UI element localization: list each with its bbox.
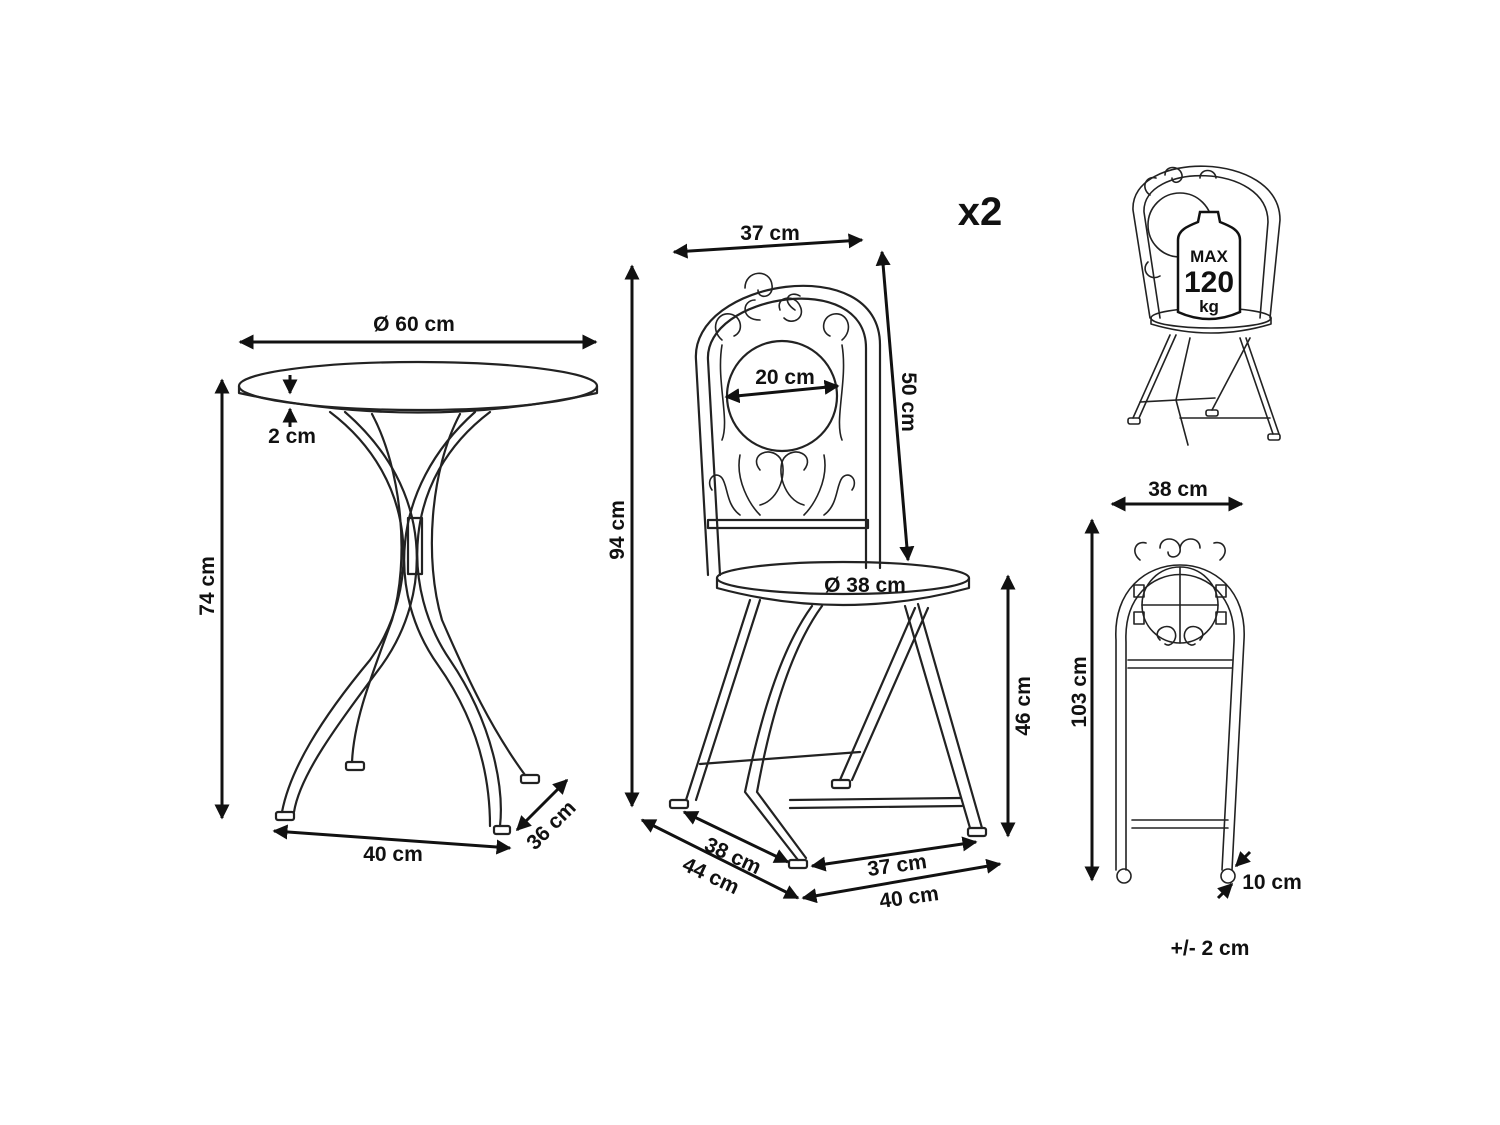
folded-thickness-label: 10 cm	[1242, 871, 1302, 894]
folded-width-label: 38 cm	[1148, 478, 1208, 501]
table-base-depth-label: 36 cm	[522, 796, 580, 854]
weight-badge: MAX 120 kg	[1176, 210, 1242, 321]
table-top-thickness-label: 2 cm	[268, 425, 316, 448]
chair-seat-height-label: 46 cm	[1012, 676, 1035, 736]
chair-quantity-label: x2	[958, 190, 1003, 234]
badge-weight-value: 120	[1184, 266, 1234, 299]
chair-medallion-label: 20 cm	[755, 366, 815, 389]
tolerance-note: +/- 2 cm	[1171, 937, 1250, 960]
folded-chair-illustration	[1115, 538, 1245, 884]
chair-illustration	[668, 272, 988, 870]
chair-back-width-label: 37 cm	[740, 222, 800, 245]
chair-seat-diameter-label: Ø 38 cm	[824, 574, 906, 597]
chair-outer-width-label: 40 cm	[878, 882, 940, 913]
folded-height-label: 103 cm	[1068, 656, 1091, 727]
chair-total-height-label: 94 cm	[606, 500, 629, 560]
badge-max-label: MAX	[1190, 247, 1228, 266]
table-height-label: 74 cm	[196, 556, 219, 616]
table-drawing: Ø 60 cm 2 cm 74 cm 40 cm 36 cm	[196, 313, 599, 866]
chair-inner-width-label: 37 cm	[866, 850, 928, 881]
folded-chair-drawing: 38 cm 103 cm 10 cm	[1068, 478, 1302, 900]
table-base-width-label: 40 cm	[363, 843, 423, 866]
load-capacity-drawing: MAX 120 kg	[1127, 165, 1281, 446]
table-diameter-label: Ø 60 cm	[373, 313, 455, 336]
badge-unit-label: kg	[1199, 297, 1219, 316]
chair-back-height-label: 50 cm	[897, 372, 920, 432]
chair-drawing: x2 37 cm 94 cm 50 cm 20 cm Ø 38 cm 46 cm…	[606, 190, 1035, 913]
